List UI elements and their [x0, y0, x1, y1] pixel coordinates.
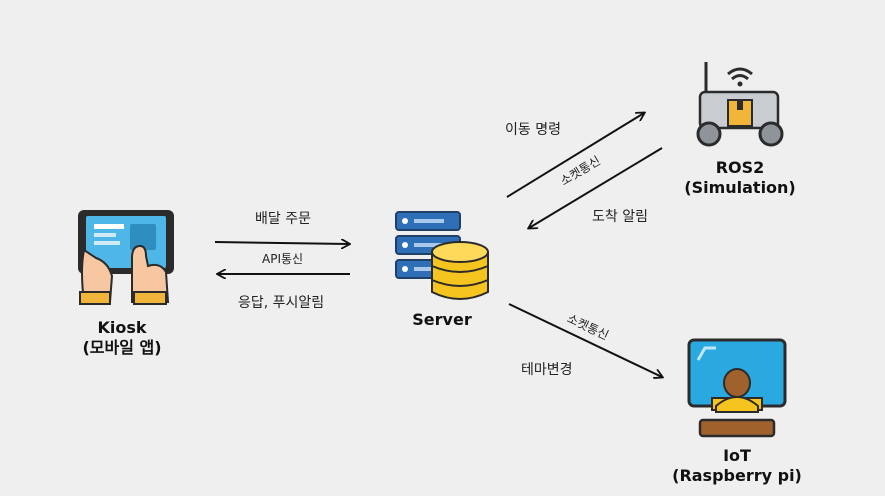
arrow-ros-to-server — [529, 147, 663, 228]
iot-subtitle-text: (Raspberry pi) — [672, 466, 802, 485]
server-title-text: Server — [412, 310, 472, 329]
edge-label-theme-change: 테마변경 — [521, 362, 573, 378]
edge-channel-api: API통신 — [262, 252, 304, 266]
arrow-server-to-ros — [506, 113, 644, 198]
ros-subtitle-text: (Simulation) — [684, 178, 796, 197]
kiosk-title: Kiosk (모바일 앱) — [62, 318, 182, 358]
edge-label-response-push: 응답, 푸시알림 — [238, 295, 325, 311]
iot-monitor-icon — [687, 338, 787, 438]
edge-label-move-command: 이동 명령 — [505, 122, 561, 138]
kiosk-title-text: Kiosk — [97, 318, 147, 337]
ros-title-text: ROS2 — [715, 158, 765, 177]
kiosk-subtitle-text: (모바일 앱) — [82, 338, 162, 357]
server-title: Server — [392, 310, 492, 330]
ros-title: ROS2 (Simulation) — [670, 158, 810, 198]
arrow-kiosk-to-server — [214, 242, 349, 244]
iot-title: IoT (Raspberry pi) — [662, 446, 812, 486]
database-icon — [431, 241, 489, 300]
edge-label-arrival-notice: 도착 알림 — [592, 209, 648, 225]
edge-label-delivery-order: 배달 주문 — [255, 211, 311, 227]
kiosk-tablet-icon — [78, 210, 174, 305]
iot-title-text: IoT — [723, 446, 751, 465]
robot-icon — [696, 62, 784, 147]
arrow-server-to-iot — [508, 303, 662, 377]
